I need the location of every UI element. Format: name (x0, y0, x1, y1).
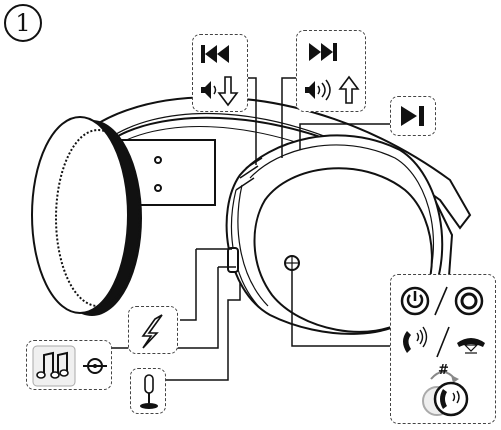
previous-volume-down-box (192, 34, 248, 112)
previous-track-icon (201, 45, 229, 63)
redial-hash-label: # (438, 363, 449, 378)
play-pause-icon (401, 106, 424, 126)
redial-icon (422, 371, 469, 417)
answer-call-icon (403, 326, 428, 353)
charging-icon (141, 314, 163, 349)
microphone-icon (140, 374, 158, 409)
volume-up-icon (305, 75, 360, 104)
play-pause-box (390, 96, 436, 136)
power-call-box: # (390, 274, 496, 424)
next-volume-up-box (296, 30, 366, 112)
step-number-badge: 1 (4, 4, 42, 42)
charging-box (128, 306, 178, 354)
music-aux-box (26, 340, 112, 390)
music-note-icon (32, 345, 76, 387)
pairing-icon (454, 286, 484, 316)
end-call-icon (457, 338, 485, 354)
aux-input-icon (83, 358, 107, 374)
next-track-icon (309, 43, 337, 61)
power-icon (400, 286, 430, 316)
microphone-box (130, 368, 166, 414)
volume-down-icon (201, 76, 239, 107)
